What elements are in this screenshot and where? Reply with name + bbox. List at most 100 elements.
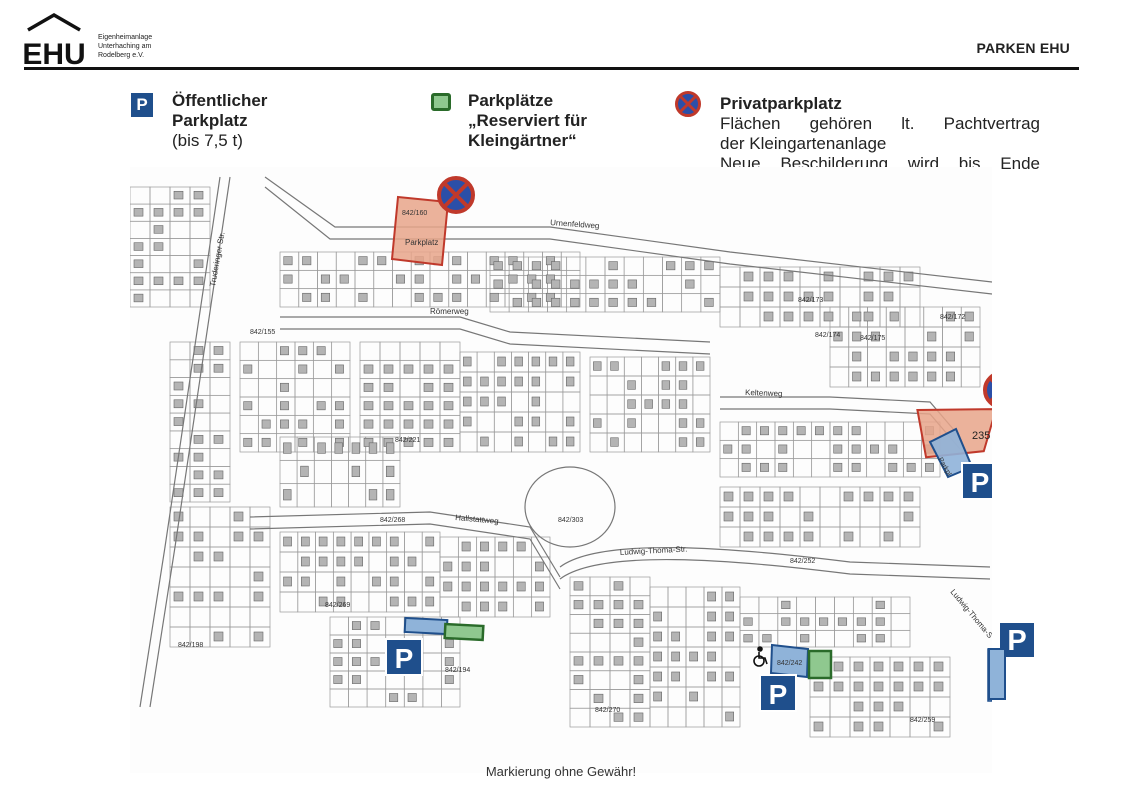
building-footprint <box>280 419 289 429</box>
building-footprint <box>173 488 184 497</box>
building-footprint <box>889 371 899 382</box>
building-footprint <box>653 651 662 662</box>
building-footprint <box>318 556 328 567</box>
building-footprint <box>535 561 544 572</box>
building-footprint <box>873 681 884 692</box>
building-footprint <box>856 617 866 626</box>
building-footprint <box>633 618 644 628</box>
building-footprint <box>497 376 506 387</box>
building-footprint <box>452 274 462 284</box>
building-footprint <box>833 444 843 454</box>
building-footprint <box>783 311 794 322</box>
building-footprint <box>783 271 794 282</box>
building-footprint <box>823 291 834 302</box>
legend-private-desc: Flächen gehören lt. Pachtvertrag <box>720 114 1040 133</box>
header-divider <box>24 67 1079 70</box>
building-footprint <box>153 242 164 251</box>
building-footprint <box>461 581 471 592</box>
building-footprint <box>803 291 814 302</box>
building-footprint <box>964 311 974 322</box>
public-parking-icon: P <box>131 93 153 117</box>
building-footprint <box>243 437 253 447</box>
building-footprint <box>531 261 542 271</box>
building-footprint <box>743 531 754 542</box>
building-footprint <box>261 437 271 447</box>
building-footprint <box>903 491 914 502</box>
building-footprint <box>133 208 144 217</box>
building-footprint <box>678 399 688 409</box>
building-footprint <box>883 491 894 502</box>
building-footprint <box>644 399 653 409</box>
building-footprint <box>743 271 754 282</box>
building-footprint <box>280 382 289 392</box>
building-footprint <box>372 576 381 587</box>
building-footprint <box>608 261 618 271</box>
building-footprint <box>875 600 885 609</box>
building-footprint <box>213 470 224 480</box>
building-footprint <box>368 442 378 454</box>
public-parking-area-southwest <box>403 616 449 636</box>
building-footprint <box>358 292 368 302</box>
building-footprint <box>480 436 489 447</box>
building-footprint <box>853 721 864 732</box>
building-footprint <box>813 681 824 692</box>
building-footprint <box>653 631 662 642</box>
building-footprint <box>783 491 794 502</box>
building-footprint <box>403 419 414 429</box>
building-footprint <box>573 675 584 685</box>
building-footprint <box>283 536 292 547</box>
plot-outline <box>692 432 711 453</box>
building-footprint <box>678 437 688 447</box>
building-footprint <box>508 274 518 284</box>
building-footprint <box>302 256 312 266</box>
building-footprint <box>851 426 861 436</box>
building-footprint <box>301 556 310 567</box>
building-footprint <box>193 551 204 562</box>
building-footprint <box>370 621 380 630</box>
building-footprint <box>133 276 144 286</box>
building-footprint <box>480 396 489 407</box>
building-footprint <box>193 259 204 268</box>
building-footprint <box>298 437 308 447</box>
building-footprint <box>573 600 584 610</box>
plot-outline <box>899 526 921 548</box>
slide-title: PARKEN EHU <box>976 40 1070 56</box>
building-footprint <box>743 491 754 502</box>
building-footprint <box>351 675 361 684</box>
building-footprint <box>678 380 688 390</box>
parcel-label: 842/221 <box>395 437 420 444</box>
building-footprint <box>833 681 844 692</box>
building-footprint <box>589 297 599 307</box>
building-footprint <box>443 419 454 429</box>
building-footprint <box>527 292 537 302</box>
building-footprint <box>383 364 394 374</box>
building-footprint <box>193 470 204 480</box>
building-footprint <box>870 331 880 342</box>
building-footprint <box>423 437 434 447</box>
building-footprint <box>545 274 555 284</box>
building-footprint <box>213 435 224 444</box>
building-footprint <box>443 382 454 392</box>
building-footprint <box>863 491 874 502</box>
building-footprint <box>335 419 344 429</box>
building-footprint <box>873 721 884 732</box>
parcel-label: 842/173 <box>798 297 823 304</box>
plot-outline <box>890 629 911 648</box>
building-footprint <box>725 671 734 682</box>
building-footprint <box>497 396 506 407</box>
legend-reserved-title-2: „Reserviert für <box>468 111 588 130</box>
building-footprint <box>707 611 716 622</box>
building-footprint <box>627 418 636 428</box>
building-footprint <box>927 331 937 342</box>
parcel-label: 842/198 <box>178 642 203 649</box>
building-footprint <box>551 261 561 271</box>
building-footprint <box>852 331 862 342</box>
parking-sign-south: P <box>759 674 797 712</box>
building-footprint <box>463 356 472 367</box>
organization-name: Eigenheimanlage Unterhaching am Rodelber… <box>98 33 152 60</box>
building-footprint <box>193 531 204 542</box>
building-footprint <box>741 462 751 472</box>
plot-outline <box>562 431 581 453</box>
building-footprint <box>671 671 680 682</box>
building-footprint <box>253 571 264 582</box>
